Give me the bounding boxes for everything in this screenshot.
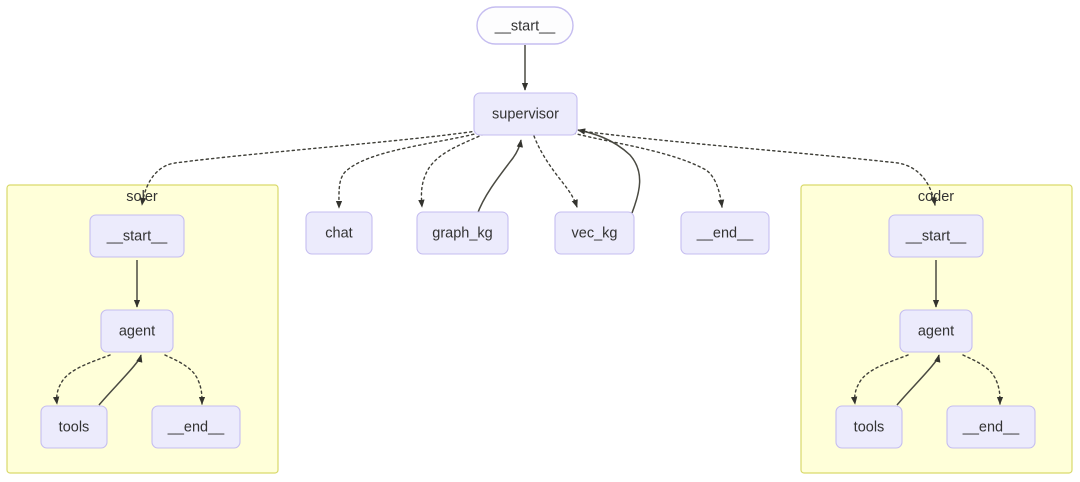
node-graph-kg-shape[interactable] xyxy=(416,211,509,255)
node-vec-kg[interactable]: vec_kg xyxy=(554,211,635,255)
node-coder-tools-shape[interactable] xyxy=(835,405,903,449)
node-coder-end[interactable]: __end__ xyxy=(946,405,1036,449)
node-soler-tools-shape[interactable] xyxy=(40,405,108,449)
node-chat-shape[interactable] xyxy=(305,211,373,255)
edge-coder-agent-to-tools xyxy=(850,354,909,405)
node-coder-start[interactable]: __start__ xyxy=(888,214,984,258)
cluster-coder-label: coder xyxy=(918,189,954,205)
node-soler-agent[interactable]: agent xyxy=(100,309,174,353)
node-coder-start-shape[interactable] xyxy=(888,214,984,258)
node-soler-start[interactable]: __start__ xyxy=(89,214,185,258)
node-soler-agent-shape[interactable] xyxy=(100,309,174,353)
node-soler-end-shape[interactable] xyxy=(151,405,241,449)
node-soler-start-shape[interactable] xyxy=(89,214,185,258)
node-coder-tools[interactable]: tools xyxy=(835,405,903,449)
node-soler-end[interactable]: __end__ xyxy=(151,405,241,449)
edge-soler-agent-to-end xyxy=(164,354,206,405)
node-supervisor-shape[interactable] xyxy=(473,92,578,136)
node-coder-agent-shape[interactable] xyxy=(899,309,973,353)
node-vec-kg-shape[interactable] xyxy=(554,211,635,255)
edge-soler-tools-to-agent xyxy=(98,354,143,406)
node-chat[interactable]: chat xyxy=(305,211,373,255)
edge-vec-kg-to-supervisor xyxy=(577,128,641,214)
cluster-soler-label: soler xyxy=(126,189,158,205)
node-soler-tools[interactable]: tools xyxy=(40,405,108,449)
node-supervisor[interactable]: supervisor xyxy=(473,92,578,136)
node-start[interactable]: __start__ xyxy=(476,6,574,45)
node-end[interactable]: __end__ xyxy=(680,211,770,255)
edge-supervisor-to-vec-kg xyxy=(533,135,578,208)
node-start-shape[interactable] xyxy=(476,6,574,45)
node-coder-agent[interactable]: agent xyxy=(899,309,973,353)
edge-graph-kg-to-supervisor xyxy=(476,139,523,216)
node-coder-end-shape[interactable] xyxy=(946,405,1036,449)
edge-supervisor-to-graph-kg xyxy=(418,133,485,208)
node-end-shape[interactable] xyxy=(680,211,770,255)
edge-supervisor-to-end xyxy=(572,132,725,208)
edge-coder-agent-to-end xyxy=(962,354,1004,405)
edge-supervisor-to-chat xyxy=(335,132,480,209)
edge-soler-agent-to-tools xyxy=(52,354,111,405)
edge-supervisor-to-coder xyxy=(573,129,937,206)
edge-supervisor-to-soler xyxy=(139,130,478,206)
node-graph-kg[interactable]: graph_kg xyxy=(416,211,509,255)
edge-coder-tools-to-agent xyxy=(896,354,941,406)
